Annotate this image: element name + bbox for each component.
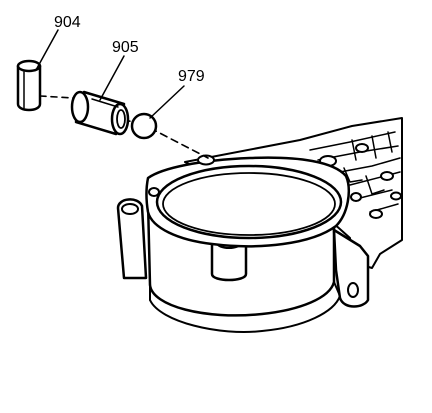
callout-label-979: 979 xyxy=(178,68,205,85)
sleeve-part-905 xyxy=(70,90,130,136)
pin-part-904 xyxy=(16,59,42,112)
leader-line-905 xyxy=(99,55,125,101)
callout-label-905: 905 xyxy=(112,39,139,56)
assembly-axis-line xyxy=(149,127,209,159)
check-ball-part-979 xyxy=(130,112,158,140)
valve-body-housing xyxy=(116,117,403,333)
callout-label-904: 904 xyxy=(54,14,81,31)
leader-line-979 xyxy=(149,85,185,119)
leader-line-904 xyxy=(35,29,59,71)
assembly-axis-line-short xyxy=(39,95,75,99)
